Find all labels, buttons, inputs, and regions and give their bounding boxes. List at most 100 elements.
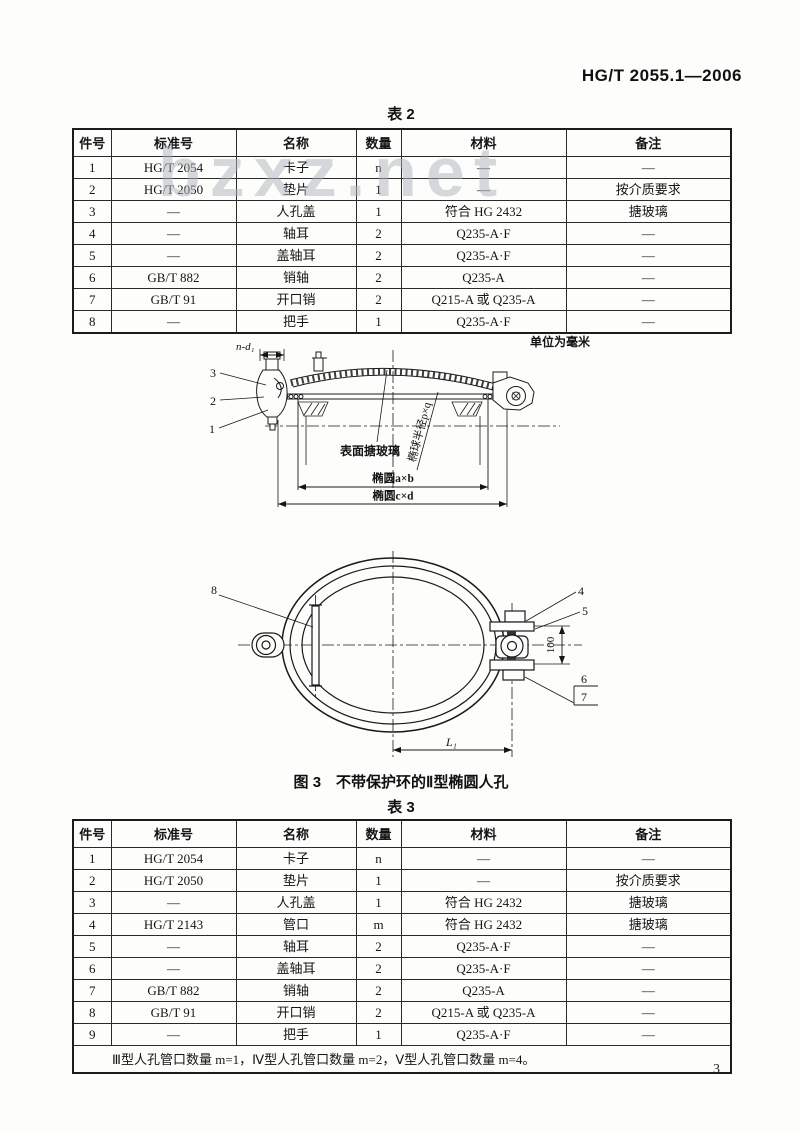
table-cell: HG/T 2054	[110, 847, 237, 870]
table-cell: —	[565, 935, 732, 958]
table-cell: 2	[355, 266, 402, 289]
table-cell: —	[565, 156, 732, 179]
table-cell: 把手	[235, 1023, 357, 1046]
table-cell: 1	[72, 156, 112, 179]
table3-caption: 表 3	[387, 799, 415, 816]
table-cell: —	[565, 1023, 732, 1046]
table-cell: Q235-A·F	[400, 244, 567, 267]
hinge-section	[492, 371, 535, 411]
table-cell: —	[565, 1001, 732, 1024]
table-cell: —	[400, 156, 567, 179]
stud	[312, 351, 327, 372]
dim-ellipse-cd: 椭圆c×d	[372, 489, 414, 503]
table-cell: —	[110, 891, 237, 914]
table-cell: 1	[355, 200, 402, 223]
part-label-2: 2	[210, 394, 216, 408]
neck-hatch-right	[451, 401, 483, 417]
table-cell: Q235-A·F	[400, 1023, 567, 1046]
table-cell: 盖轴耳	[235, 244, 357, 267]
table-cell: 1	[355, 869, 402, 892]
table-cell: GB/T 91	[110, 1001, 237, 1024]
table2-caption: 表 2	[387, 106, 415, 123]
part-label-6: 6	[581, 672, 587, 686]
unit-note: 单位为毫米	[530, 334, 591, 349]
table-cell: Q235-A·F	[400, 935, 567, 958]
table-cell: —	[565, 266, 732, 289]
table2-header-row: 件号 标准号 名称 数量 材料 备注	[72, 128, 732, 157]
table-cell: 2	[355, 244, 402, 267]
column-header: 名称	[235, 819, 357, 848]
table-cell: 5	[72, 935, 112, 958]
ellipsoid-radius-label: 椭球半径p×q	[404, 400, 433, 463]
table-cell: 2	[355, 222, 402, 245]
table-cell: —	[565, 957, 732, 980]
table-cell: 6	[72, 266, 112, 289]
table-cell: HG/T 2050	[110, 178, 237, 201]
table-cell: Q235-A·F	[400, 957, 567, 980]
page-number: 3	[713, 1062, 720, 1077]
table-cell: 按介质要求	[565, 178, 732, 201]
table-cell: 4	[72, 222, 112, 245]
table-cell: Q215-A 或 Q235-A	[400, 288, 567, 311]
table-cell: GB/T 882	[110, 266, 237, 289]
bolt-dim-label: n-d₁	[236, 341, 255, 353]
table-cell: —	[110, 222, 237, 245]
part-label-4: 4	[578, 584, 584, 598]
table-cell: —	[110, 1023, 237, 1046]
table-cell: 人孔盖	[235, 200, 357, 223]
table-cell: 轴耳	[235, 222, 357, 245]
dome-outer-arc	[289, 367, 504, 387]
table-cell: 卡子	[235, 156, 357, 179]
table-cell: 销轴	[235, 979, 357, 1002]
part-label-8: 8	[211, 583, 217, 597]
table-cell: Q235-A·F	[400, 310, 567, 334]
table-cell: n	[355, 847, 402, 870]
table-cell: Q235-A·F	[400, 222, 567, 245]
table-cell: 3	[72, 891, 112, 914]
table-cell: GB/T 882	[110, 979, 237, 1002]
table-cell: —	[110, 244, 237, 267]
hinge-plan	[489, 610, 535, 681]
table-cell: n	[355, 156, 402, 179]
table-cell: —	[110, 957, 237, 980]
table-cell: 开口销	[235, 288, 357, 311]
standard-number: HG/T 2055.1—2006	[581, 66, 742, 85]
table-cell: HG/T 2143	[110, 913, 237, 936]
table-cell: —	[110, 200, 237, 223]
table-cell: 8	[72, 1001, 112, 1024]
table-cell: 2	[355, 957, 402, 980]
table-cell: —	[565, 222, 732, 245]
table-cell: —	[110, 935, 237, 958]
dome-inner-arc	[292, 374, 501, 393]
table-cell: 把手	[235, 310, 357, 334]
table-cell: 7	[72, 288, 112, 311]
table-cell: —	[110, 310, 237, 334]
table-cell: HG/T 2050	[110, 869, 237, 892]
table-cell: 6	[72, 957, 112, 980]
table-cell: 销轴	[235, 266, 357, 289]
table-cell: 搪玻璃	[565, 891, 732, 914]
table-cell: 搪玻璃	[565, 913, 732, 936]
table-cell: 8	[72, 310, 112, 334]
table-cell: m	[355, 913, 402, 936]
table-cell: 人孔盖	[235, 891, 357, 914]
clamp-assembly	[256, 351, 288, 431]
table-cell: 7	[72, 979, 112, 1002]
table-cell: 1	[355, 178, 402, 201]
column-header: 件号	[72, 128, 112, 157]
part-label-1: 1	[209, 422, 215, 436]
surface-enamel-label: 表面搪玻璃	[339, 443, 400, 458]
left-lug	[251, 632, 285, 658]
column-header: 数量	[355, 819, 402, 848]
column-header: 材料	[400, 128, 567, 157]
